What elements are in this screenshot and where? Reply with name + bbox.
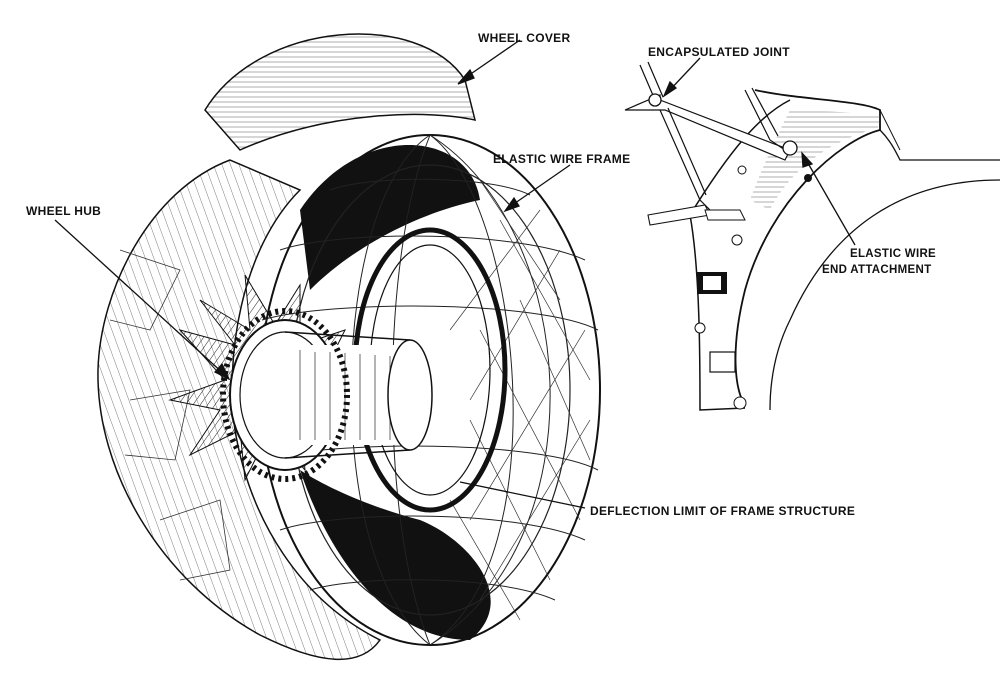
elastic-wire-frame-label: ELASTIC WIRE FRAME: [493, 152, 631, 166]
wheel-cover-label: WHEEL COVER: [478, 31, 571, 45]
end-attachment-label-line2: END ATTACHMENT: [822, 264, 932, 276]
wheel-hub-label: WHEEL HUB: [26, 204, 102, 218]
encapsulated-joint-label: ENCAPSULATED JOINT: [648, 45, 790, 59]
elastic-wire-label-line1: ELASTIC WIRE: [850, 248, 937, 260]
deflection-limit-label: DEFLECTION LIMIT OF FRAME STRUCTURE: [590, 504, 856, 518]
joint-detail-shape: [624, 61, 1000, 411]
leader-lines: [54, 39, 856, 509]
wheel-cover-shape: [97, 33, 477, 660]
wheel-hub-shape: [168, 274, 433, 482]
